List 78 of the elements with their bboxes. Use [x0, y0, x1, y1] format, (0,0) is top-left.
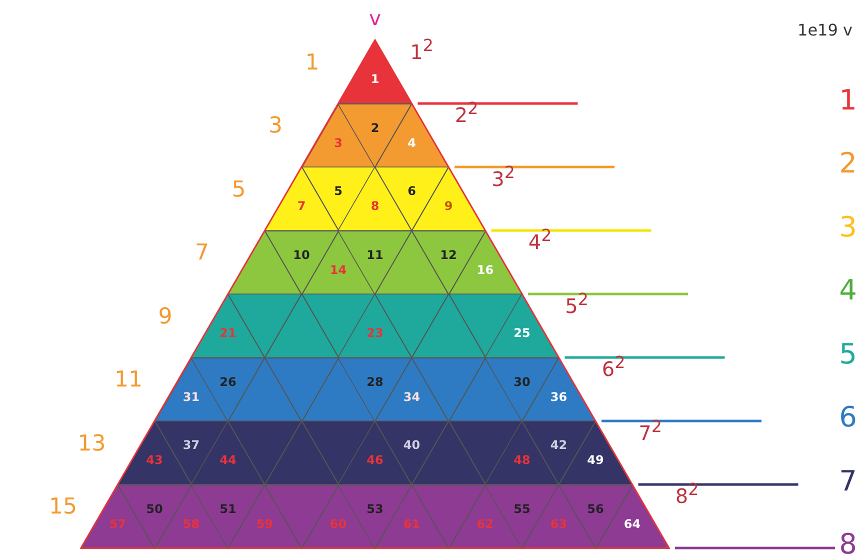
cell-number: 48: [514, 453, 530, 468]
cell-number: 46: [366, 453, 384, 468]
cell-number: 11: [366, 248, 384, 262]
cell-number: 10: [293, 248, 310, 262]
triangle-cell: [338, 40, 412, 104]
triangle-cell: [338, 294, 412, 358]
cell-number: 57: [109, 516, 126, 531]
square-label: 7$^{2}$: [638, 417, 662, 445]
cell-number: 55: [514, 502, 530, 516]
cell-number: 59: [256, 516, 274, 531]
header-text: 1e19 v: [798, 20, 852, 40]
cell-number: 51: [220, 502, 236, 516]
cell-number: 3: [334, 136, 342, 150]
cell-number: 61: [403, 516, 420, 531]
cell-number: 14: [330, 262, 347, 277]
triangle-cell: [412, 294, 486, 358]
cell-number: 16: [476, 262, 494, 277]
cell-number: 8: [370, 199, 380, 214]
odd-number-label: 5: [232, 177, 246, 202]
cell-number: 26: [220, 374, 236, 389]
row-number: 6: [839, 400, 857, 434]
odd-number-label: 7: [195, 240, 209, 266]
cell-number: 34: [403, 390, 420, 404]
row-number: 4: [839, 274, 857, 306]
square-label: 3$^{2}$: [492, 163, 515, 191]
cell-number: 1: [370, 72, 380, 86]
odd-number-label: 11: [114, 368, 142, 393]
cell-number: 23: [366, 326, 384, 340]
cell-number: 56: [587, 502, 604, 516]
cell-number: 64: [624, 516, 641, 531]
odd-number-label: 9: [158, 304, 172, 330]
cell-number: 42: [550, 438, 568, 452]
triangle-cell: [264, 358, 338, 421]
cell-number: 2: [370, 120, 380, 135]
cell-number: 5: [334, 184, 342, 198]
row-number: 7: [839, 464, 857, 497]
cell-number: 37: [182, 438, 200, 452]
row-number: 3: [839, 210, 857, 243]
cell-number: 40: [403, 438, 420, 452]
square-label: 5$^{2}$: [565, 290, 588, 318]
row-number: 2: [839, 146, 857, 180]
cell-number: 30: [514, 374, 530, 389]
square-label: 4$^{2}$: [528, 226, 552, 254]
cell-number: 63: [550, 516, 568, 531]
cell-number: 50: [146, 502, 163, 516]
triangle-cell: [485, 294, 559, 358]
cell-number: 49: [587, 453, 604, 468]
square-label: 1$^{2}$: [410, 36, 434, 64]
cell-number: 36: [550, 390, 568, 404]
triangle-cell: [264, 294, 338, 358]
cell-number: 4: [408, 136, 416, 150]
cell-number: 12: [440, 248, 457, 262]
cell-number: 9: [444, 199, 453, 214]
cell-number: 43: [146, 453, 163, 468]
square-label: 8$^{2}$: [675, 480, 699, 508]
triangle-cell: [264, 421, 338, 484]
square-label: 6$^{2}$: [602, 354, 626, 382]
row-number: 5: [839, 337, 857, 370]
row-number: 1: [839, 83, 857, 116]
row-number: 8: [839, 528, 857, 557]
odd-number-label: 1: [305, 50, 320, 76]
cell-number: 53: [366, 502, 384, 516]
cell-number: 31: [182, 390, 200, 404]
cell-number: 6: [408, 184, 416, 198]
odd-number-label: 15: [49, 494, 77, 520]
cell-number: 25: [514, 326, 530, 340]
triangle-cell: [191, 294, 265, 358]
odd-number-label: 3: [268, 114, 282, 139]
cell-number: 7: [297, 199, 306, 214]
cell-number: 58: [182, 516, 200, 531]
cell-number: 60: [330, 516, 347, 531]
cell-number: 44: [220, 453, 236, 468]
cell-number: 28: [366, 374, 384, 389]
odd-number-label: 13: [78, 431, 106, 456]
vertex-label: v: [369, 6, 381, 30]
cell-number: 21: [220, 326, 236, 340]
cell-number: 62: [476, 516, 494, 531]
square-label: 2$^{2}$: [454, 100, 478, 128]
